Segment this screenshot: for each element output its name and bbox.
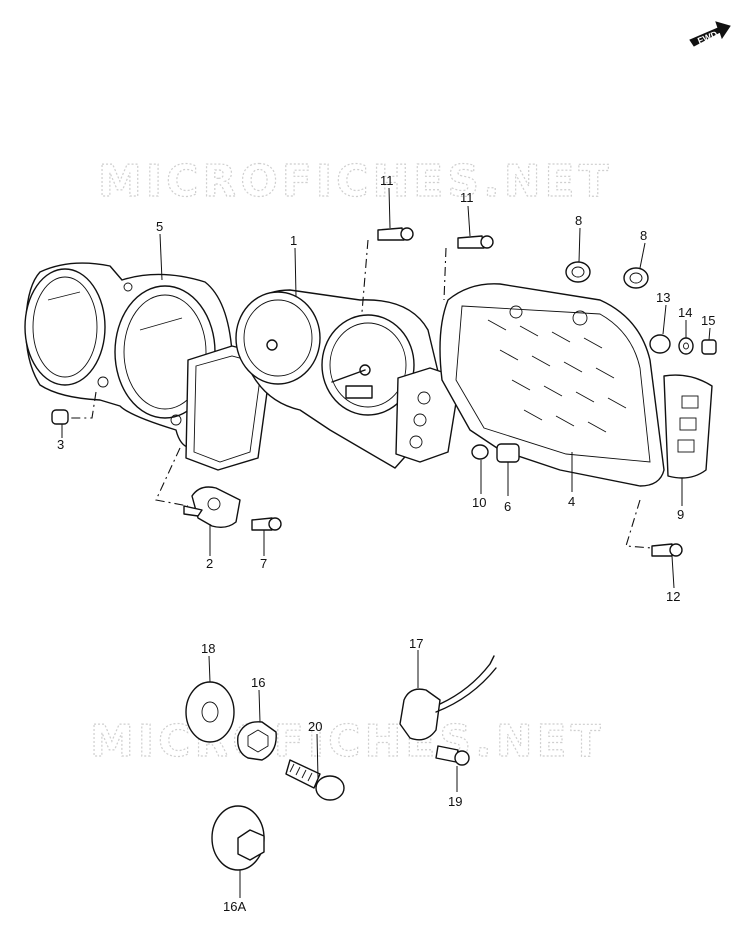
sensor-part-17 bbox=[399, 655, 497, 741]
meter-case-part bbox=[24, 262, 273, 471]
leader-lines bbox=[61, 187, 711, 898]
label-part-3: 3 bbox=[57, 437, 64, 452]
label-part-12: 12 bbox=[666, 589, 680, 604]
screw-part-11a bbox=[377, 227, 414, 241]
label-part-8a: 8 bbox=[575, 213, 582, 228]
grommet-part-3 bbox=[51, 409, 69, 425]
label-part-2: 2 bbox=[206, 556, 213, 571]
nut-part-16 bbox=[237, 721, 277, 761]
fwd-label: FWD bbox=[696, 29, 719, 46]
watermark-bottom: MICROFICHES.NET bbox=[90, 716, 605, 767]
washer-part-18 bbox=[185, 681, 235, 743]
screw-part-11b bbox=[457, 235, 494, 249]
bulb-socket-part bbox=[496, 443, 520, 463]
washer-part bbox=[678, 337, 694, 355]
label-part-17: 17 bbox=[409, 636, 423, 651]
grommet-part-a bbox=[565, 261, 591, 283]
fwd-arrow-icon: FWD bbox=[689, 21, 731, 47]
label-part-20: 20 bbox=[308, 719, 322, 734]
screw-part-7 bbox=[251, 517, 282, 531]
label-part-16a: 16A bbox=[223, 899, 246, 914]
label-part-14: 14 bbox=[678, 305, 692, 320]
label-part-19: 19 bbox=[448, 794, 462, 809]
meter-rear-cover-part bbox=[439, 283, 713, 487]
watermark-top: MICROFICHES.NET bbox=[98, 156, 613, 207]
nut-part-16a bbox=[211, 805, 265, 871]
meter-assembly-part bbox=[235, 289, 461, 469]
cushion-part bbox=[649, 334, 671, 354]
label-part-11b: 11 bbox=[460, 190, 474, 205]
label-part-18: 18 bbox=[201, 641, 215, 656]
label-part-16: 16 bbox=[251, 675, 265, 690]
label-part-1: 1 bbox=[290, 233, 297, 248]
label-part-5: 5 bbox=[156, 219, 163, 234]
label-part-11a: 11 bbox=[380, 173, 394, 188]
label-part-10: 10 bbox=[472, 495, 486, 510]
bolt-part-20 bbox=[285, 759, 345, 801]
assembly-lines bbox=[68, 239, 653, 549]
bracket-part-2 bbox=[183, 486, 241, 529]
label-part-15: 15 bbox=[701, 313, 715, 328]
label-part-6: 6 bbox=[504, 499, 511, 514]
label-part-9: 9 bbox=[677, 507, 684, 522]
label-part-8b: 8 bbox=[640, 228, 647, 243]
nut-part bbox=[701, 339, 717, 355]
screw-part-12 bbox=[651, 543, 683, 557]
label-part-13: 13 bbox=[656, 290, 670, 305]
screw-part-19 bbox=[435, 745, 470, 766]
grommet-part-b bbox=[623, 267, 649, 289]
label-part-7: 7 bbox=[260, 556, 267, 571]
bulb-part bbox=[471, 444, 489, 460]
label-part-4: 4 bbox=[568, 494, 575, 509]
